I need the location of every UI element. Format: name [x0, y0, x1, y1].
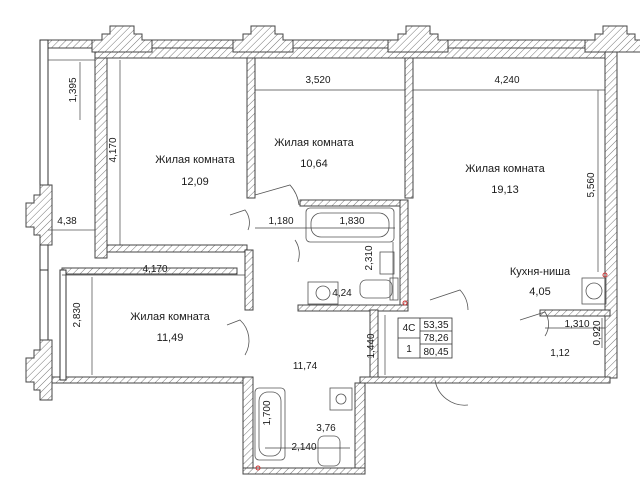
sink	[307, 281, 339, 305]
room-name: Жилая комната	[465, 163, 545, 175]
room-area: 11,49	[157, 332, 184, 344]
room-area: 12,09	[181, 176, 209, 188]
kitchen-stove	[581, 277, 607, 305]
exterior-walls	[39, 39, 618, 475]
bathtub	[305, 207, 395, 243]
balcony-area: 4,38	[57, 216, 77, 227]
dimension-label: 2,830	[72, 302, 83, 327]
room-name: Жилая комната	[155, 154, 235, 166]
utility-point	[402, 300, 408, 306]
utility-point-2	[255, 465, 261, 471]
living-area: 53,35	[423, 320, 448, 331]
storage-area: 1,12	[550, 348, 570, 359]
dimension-label: 1,830	[339, 216, 364, 227]
dimension-label: 1,440	[366, 333, 377, 358]
dimension-label: 1,395	[68, 77, 79, 102]
apartment-info-table	[397, 317, 453, 359]
dimension-label: 4,170	[142, 264, 167, 275]
room-name: Кухня-ниша	[510, 266, 571, 278]
apartment-type: 4С	[403, 323, 416, 334]
utility-point-3	[602, 272, 608, 278]
washer-slot	[379, 251, 395, 275]
dimension-label: 1,700	[262, 400, 273, 425]
room-area: 10,64	[300, 158, 328, 170]
dimension-label: 4,240	[494, 75, 519, 86]
dimension-label: 1,310	[564, 319, 589, 330]
hall-area: 4,24	[332, 288, 352, 299]
room-area: 4,05	[529, 286, 550, 298]
room-name: Жилая комната	[274, 137, 354, 149]
bathtub-2	[254, 387, 286, 461]
dimension-label: 1,180	[268, 216, 293, 227]
dimension-label: 4,170	[108, 137, 119, 162]
sink-2	[329, 387, 353, 411]
apartment-number: 1	[406, 344, 412, 355]
total-area-with-balcony: 80,45	[423, 347, 448, 358]
dimension-lines	[62, 60, 605, 449]
dimension-label: 5,560	[586, 172, 597, 197]
dimension-label: 3,520	[305, 75, 330, 86]
corridor-area: 11,74	[293, 361, 318, 372]
dimension-label: 2,140	[291, 442, 316, 453]
window-bays	[25, 25, 640, 401]
dimension-label: 2,310	[364, 245, 375, 270]
room-name: Жилая комната	[130, 311, 210, 323]
toilet	[359, 277, 399, 301]
bathroom-area: 3,76	[316, 423, 336, 434]
toilet-2	[317, 435, 341, 467]
interior-walls	[48, 57, 611, 381]
dimension-label: 0,920	[592, 320, 603, 345]
total-area: 78,26	[423, 333, 448, 344]
room-area: 19,13	[491, 184, 519, 196]
doors	[226, 184, 549, 406]
